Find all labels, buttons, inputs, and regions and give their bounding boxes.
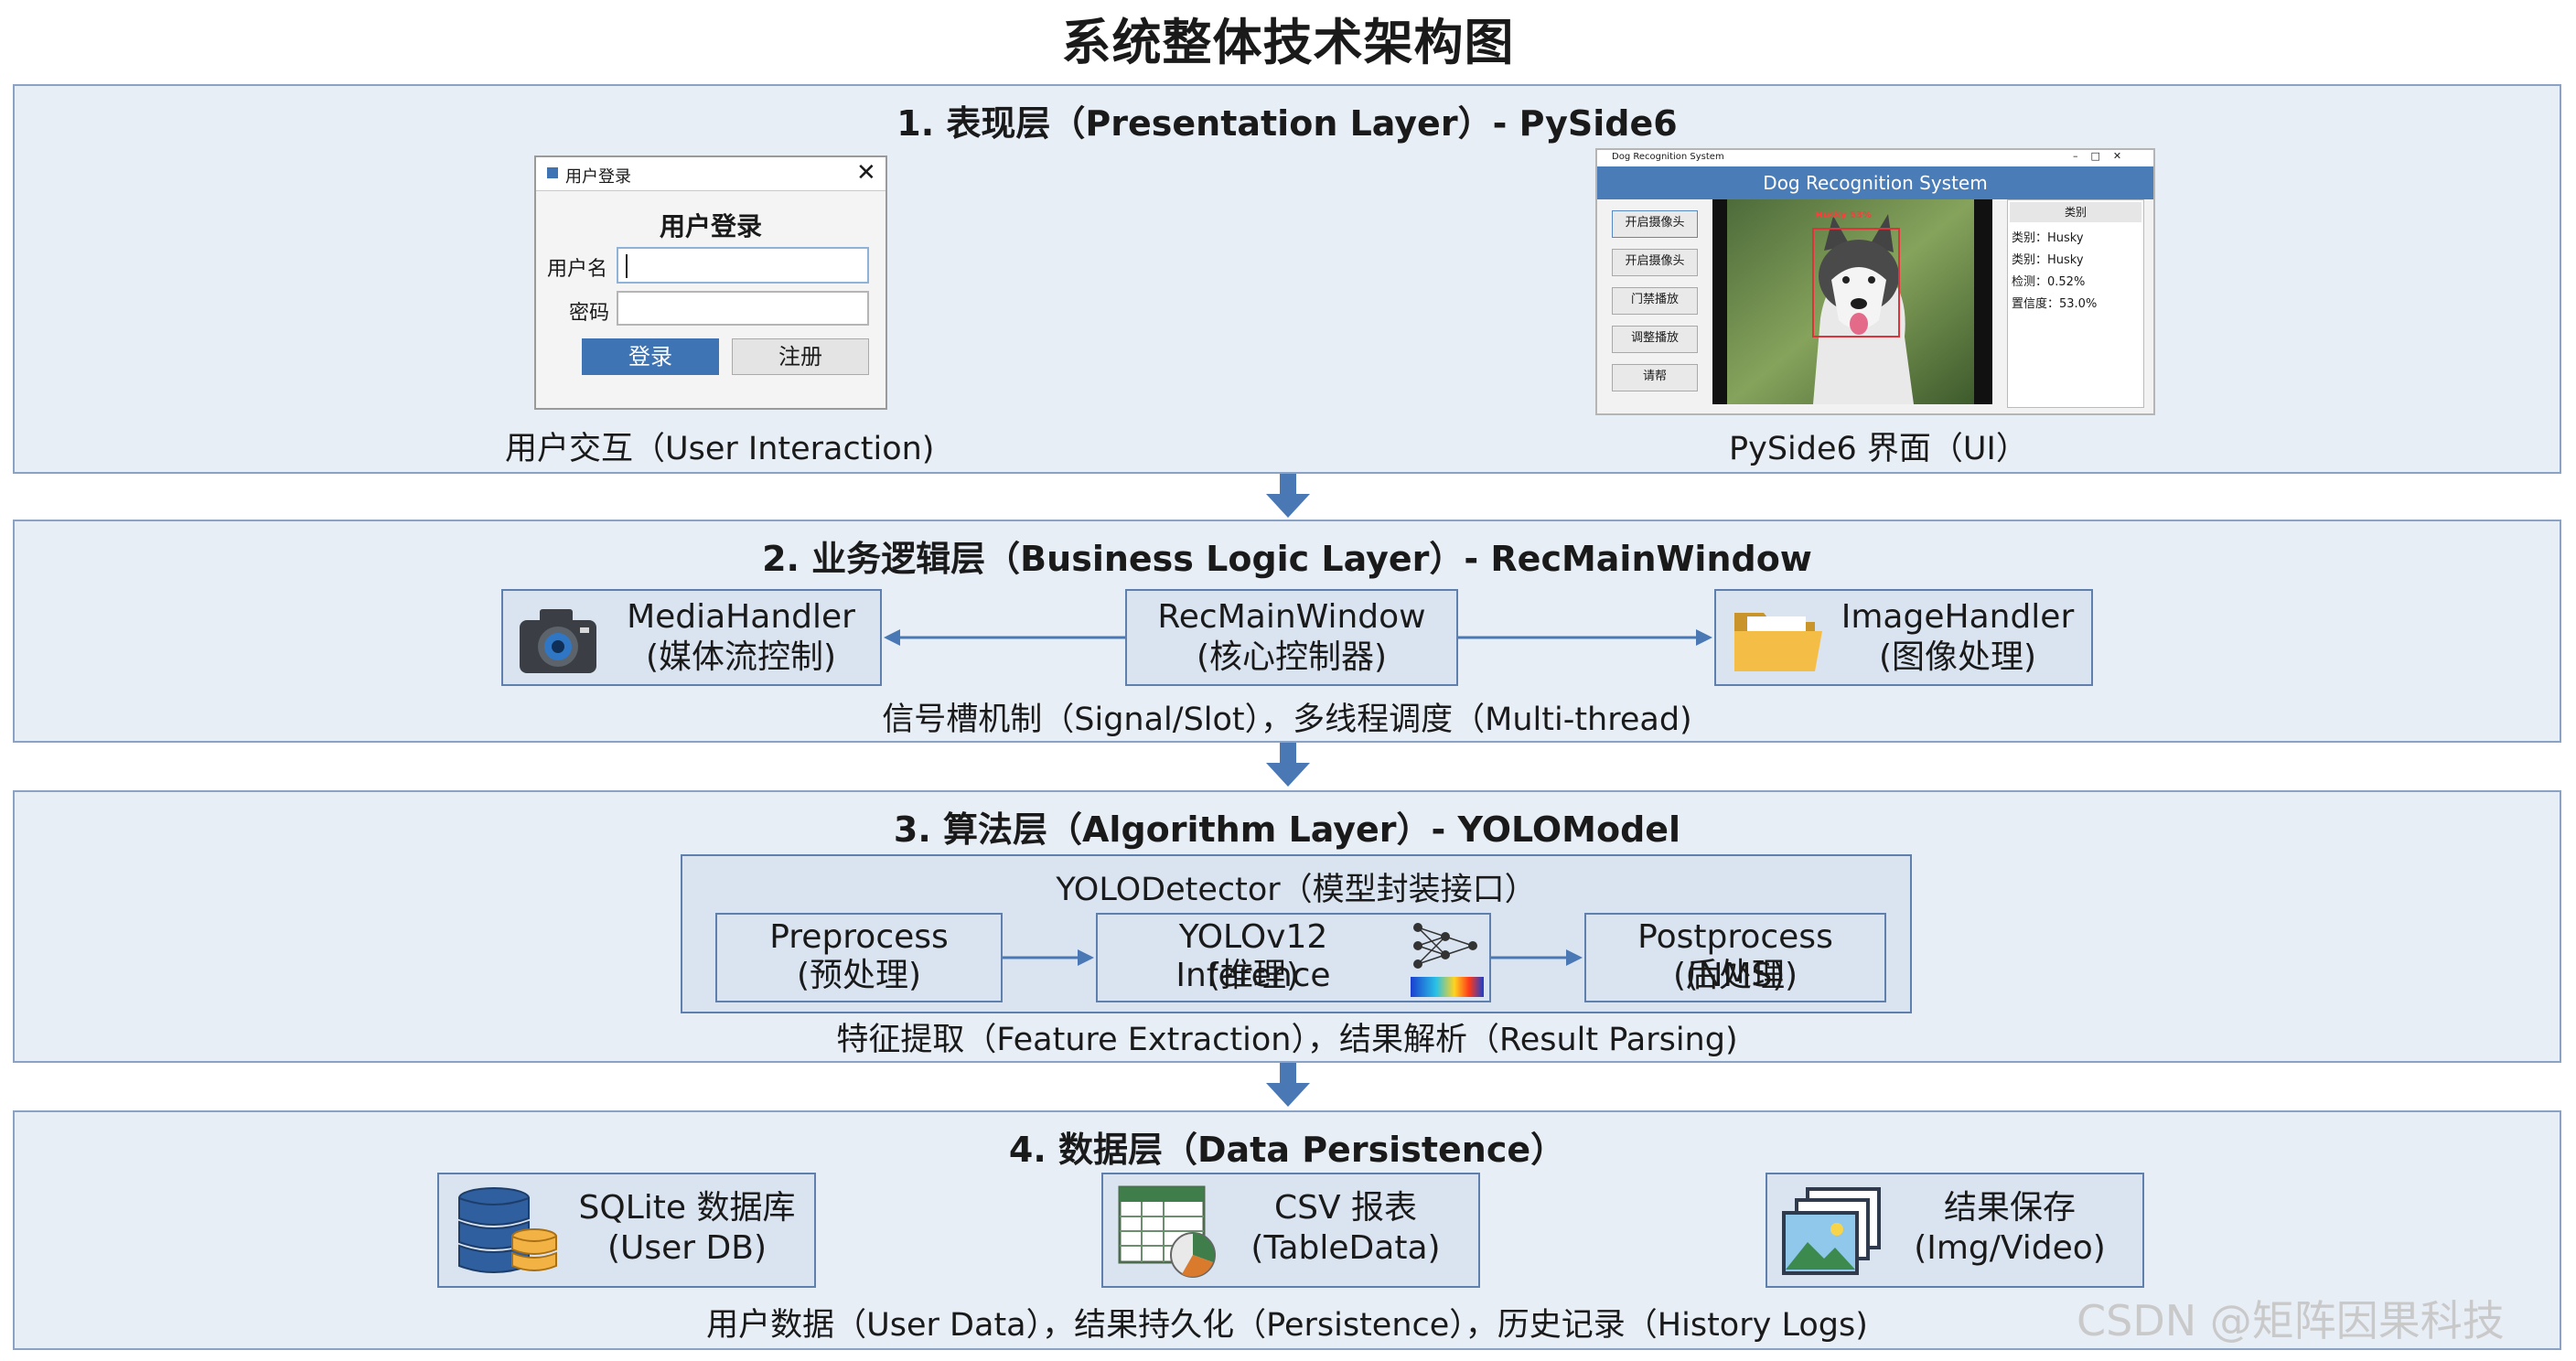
presentation-layer: 1. 表现层（Presentation Layer）- PySide6 用户登录… xyxy=(13,84,2561,474)
watermark: CSDN @矩阵因果科技 xyxy=(2077,1296,2505,1345)
database-icon xyxy=(458,1187,557,1273)
result-row: 类别：Husky xyxy=(2012,231,2084,245)
inference-desc: (推理) xyxy=(1207,957,1300,994)
login-heading: 用户登录 xyxy=(659,211,762,241)
arrow-inference-to-postprocess xyxy=(1491,949,1583,966)
username-field[interactable] xyxy=(617,247,869,284)
login-dialog-window-title: 用户登录 xyxy=(565,167,631,187)
result-panel: 类别 类别：Husky 类别：Husky 检测：0.52% 置信度：53.0% xyxy=(2007,199,2144,408)
register-button[interactable]: 注册 xyxy=(732,338,869,375)
rec-main-window-box: RecMainWindow (核心控制器) xyxy=(1125,589,1458,686)
results-save-name: 结果保存 xyxy=(1943,1189,2076,1227)
password-field[interactable] xyxy=(617,291,869,326)
rec-main-window-desc: (核心控制器) xyxy=(1196,638,1388,676)
business-logic-layer: 2. 业务逻辑层（Business Logic Layer）- RecMainW… xyxy=(13,520,2561,743)
camera-icon xyxy=(520,609,596,673)
image-handler-box: ImageHandler (图像处理) xyxy=(1714,589,2093,686)
media-handler-name: MediaHandler xyxy=(627,598,855,636)
preprocess-name: Preprocess xyxy=(769,918,949,956)
help-button[interactable]: 请帮 xyxy=(1612,364,1698,391)
preprocess-desc: (预处理) xyxy=(796,957,922,994)
image-handler-name: ImageHandler xyxy=(1841,598,2075,636)
spreadsheet-icon xyxy=(1118,1185,1216,1278)
preprocess-box: Preprocess (预处理) xyxy=(715,913,1003,1002)
neural-network-icon xyxy=(1411,923,1484,997)
door-play-button[interactable]: 门禁播放 xyxy=(1612,287,1698,315)
close-icon[interactable]: ✕ xyxy=(856,159,876,187)
inference-box: YOLOv12 Inference (推理) xyxy=(1096,913,1491,1002)
sqlite-desc: (User DB) xyxy=(606,1229,767,1267)
presentation-layer-title: 1. 表现层（Presentation Layer）- PySide6 xyxy=(896,103,1678,144)
data-caption: 用户数据（User Data），结果持久化（Persistence），历史记录（… xyxy=(706,1307,1868,1344)
result-row: 检测：0.52% xyxy=(2012,275,2086,289)
husky-image xyxy=(1727,199,1974,404)
text-cursor xyxy=(626,254,628,278)
csv-name: CSV 报表 xyxy=(1273,1189,1418,1227)
business-caption: 信号槽机制（Signal/Slot），多线程调度（Multi-thread) xyxy=(882,702,1692,738)
pyside6-ui-caption: PySide6 界面（UI） xyxy=(1729,431,2028,467)
down-arrow xyxy=(1266,743,1310,787)
app-window-title: Dog Recognition System xyxy=(1612,152,1724,162)
app-window-icon xyxy=(547,167,558,178)
arrow-to-image-handler xyxy=(1458,629,1712,646)
data-persistence-layer: 4. 数据层（Data Persistence） SQLite 数据库 (Use… xyxy=(13,1110,2561,1350)
image-stack-icon xyxy=(1782,1187,1881,1275)
sqlite-name: SQLite 数据库 xyxy=(578,1189,796,1227)
results-save-desc: (Img/Video) xyxy=(1914,1229,2106,1267)
login-button[interactable]: 登录 xyxy=(582,338,719,375)
login-dialog-titlebar: 用户登录 ✕ xyxy=(536,157,886,191)
algorithm-caption: 特征提取（Feature Extraction），结果解析（Result Par… xyxy=(836,1022,1738,1058)
arrow-preprocess-to-inference xyxy=(1003,949,1094,966)
business-layer-title: 2. 业务逻辑层（Business Logic Layer）- RecMainW… xyxy=(762,539,1812,579)
yolo-detector-label: YOLODetector（模型封装接口） xyxy=(1056,872,1537,908)
open-camera-button-2[interactable]: 开启摄像头 xyxy=(1612,249,1698,276)
user-interaction-caption: 用户交互（User Interaction) xyxy=(505,431,935,467)
result-header: 类别 xyxy=(2010,202,2141,222)
media-handler-desc: (媒体流控制) xyxy=(645,638,837,676)
detection-image-view: Husky 53% xyxy=(1712,199,1992,404)
algorithm-layer-title: 3. 算法层（Algorithm Layer）- YOLOModel xyxy=(893,809,1681,850)
username-label: 用户名 xyxy=(547,258,608,281)
app-titlebar: Dog Recognition System –□✕ xyxy=(1597,150,2153,166)
folder-icon xyxy=(1734,613,1822,671)
postprocess-box: Postprocess (NMS) (后处理) xyxy=(1584,913,1886,1002)
login-dialog: 用户登录 ✕ 用户登录 用户名 密码 登录 注册 xyxy=(534,155,887,410)
window-controls-icon: –□✕ xyxy=(2073,150,2135,162)
arrow-to-media-handler xyxy=(884,629,1125,646)
result-row: 置信度：53.0% xyxy=(2012,297,2098,311)
postprocess-name: Postprocess (NMS) xyxy=(1637,918,1833,994)
yolo-detector-box: YOLODetector（模型封装接口） Preprocess (预处理) YO… xyxy=(681,854,1912,1013)
data-layer-title: 4. 数据层（Data Persistence） xyxy=(1008,1130,1566,1170)
results-save-box: 结果保存 (Img/Video) xyxy=(1766,1173,2144,1288)
adjust-play-button[interactable]: 调整播放 xyxy=(1612,326,1698,353)
dog-recognition-app-window: Dog Recognition System –□✕ Dog Recogniti… xyxy=(1595,148,2155,415)
down-arrow xyxy=(1266,474,1310,518)
open-camera-button[interactable]: 开启摄像头 xyxy=(1612,210,1698,238)
password-label: 密码 xyxy=(569,302,610,325)
result-row: 类别：Husky xyxy=(2012,253,2084,267)
sqlite-box: SQLite 数据库 (User DB) xyxy=(437,1173,816,1288)
inference-name: YOLOv12 Inference xyxy=(1175,918,1331,994)
image-handler-desc: (图像处理) xyxy=(1878,638,2037,676)
detection-label: Husky 53% xyxy=(1815,210,1873,220)
postprocess-desc: (后处理) xyxy=(1672,957,1798,994)
algorithm-layer: 3. 算法层（Algorithm Layer）- YOLOModel YOLOD… xyxy=(13,790,2561,1063)
diagram-title: 系统整体技术架构图 xyxy=(1061,14,1515,71)
csv-desc: (TableData) xyxy=(1250,1229,1441,1267)
down-arrow xyxy=(1266,1063,1310,1107)
rec-main-window-name: RecMainWindow xyxy=(1157,598,1426,636)
csv-box: CSV 报表 (TableData) xyxy=(1101,1173,1480,1288)
app-header: Dog Recognition System xyxy=(1597,166,2153,199)
media-handler-box: MediaHandler (媒体流控制) xyxy=(501,589,882,686)
